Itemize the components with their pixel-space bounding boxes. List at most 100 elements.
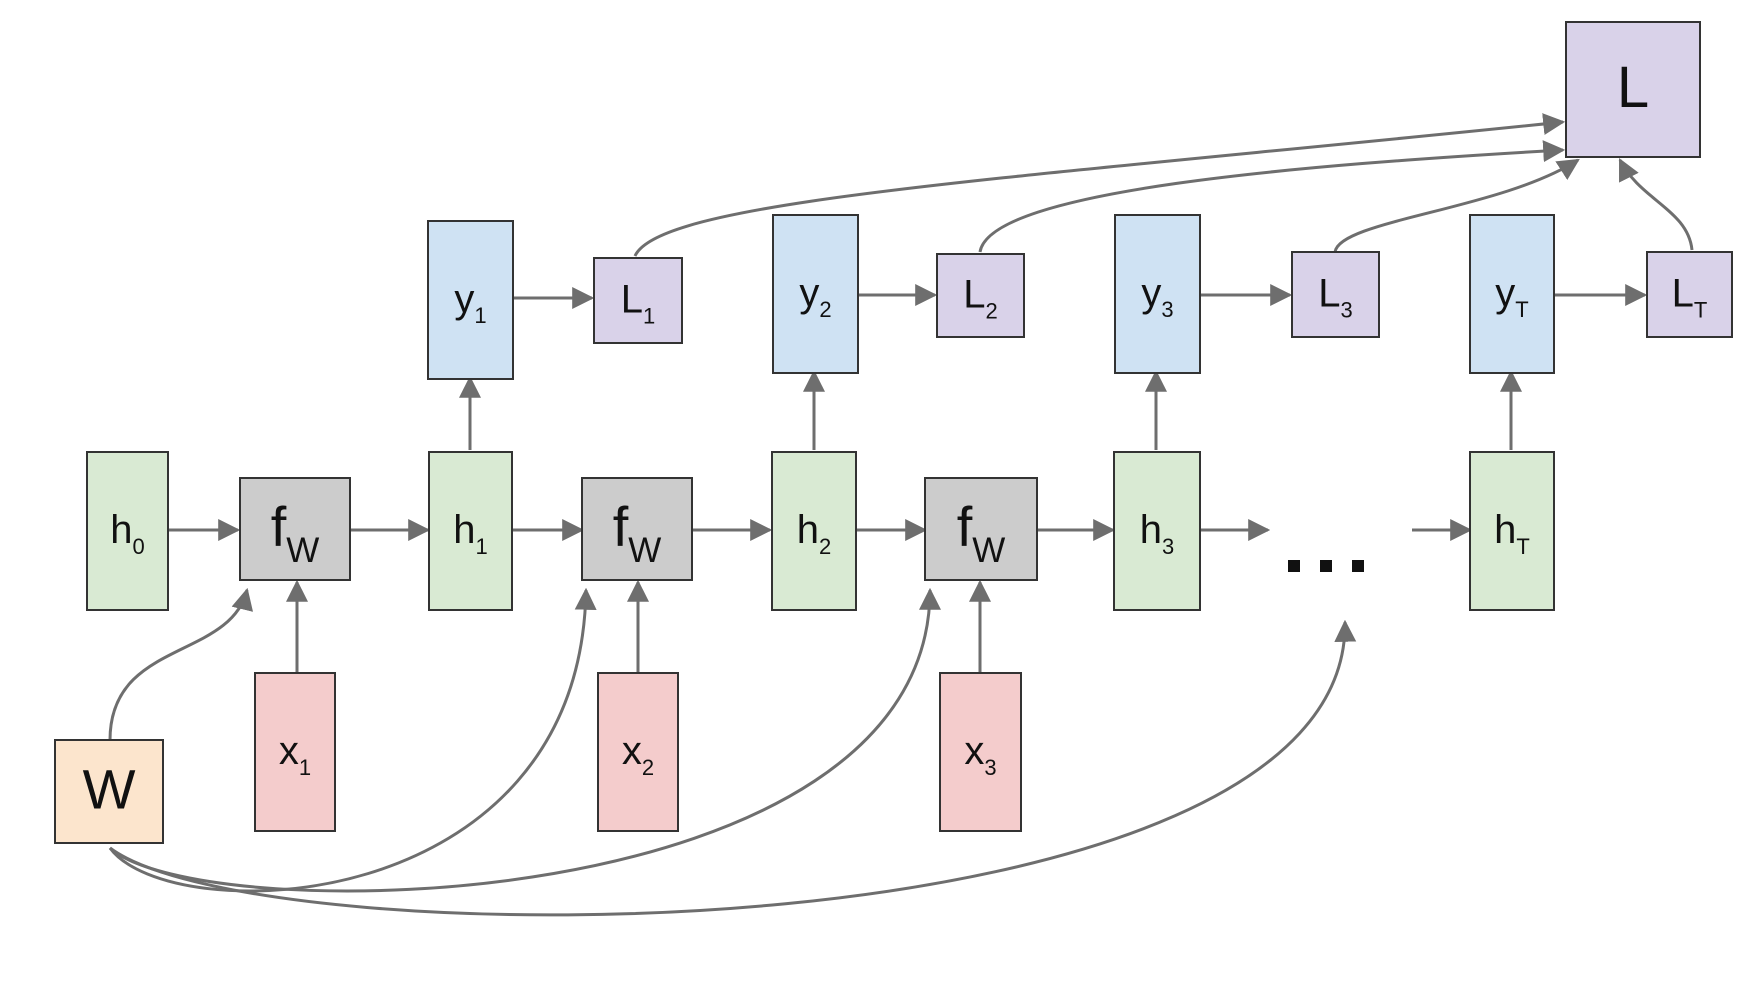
node-label: x2 — [622, 729, 654, 780]
node-box — [597, 672, 679, 832]
node-label-subscript: 1 — [474, 303, 486, 328]
node-L1: L1 — [593, 257, 683, 344]
node-label-base: y — [799, 271, 819, 315]
node-label-base: h — [797, 508, 819, 552]
node-label: h2 — [797, 508, 832, 559]
node-label-base: h — [453, 508, 475, 552]
node-label: x1 — [279, 729, 311, 780]
edge-L3-L — [1333, 158, 1580, 253]
node-label: fW — [957, 495, 1006, 570]
node-label-subscript: 3 — [1341, 298, 1353, 323]
node-box — [1469, 214, 1555, 374]
node-label-subscript: 1 — [299, 755, 311, 780]
node-label: L2 — [963, 273, 998, 324]
node-box — [1113, 451, 1201, 611]
node-label-base: L — [1672, 272, 1694, 316]
node-label: fW — [271, 495, 320, 570]
node-label: y2 — [799, 271, 831, 322]
node-box — [1565, 21, 1701, 158]
node-label-subscript: 3 — [1161, 297, 1173, 322]
node-label: fW — [613, 495, 662, 570]
node-label-subscript: 2 — [642, 755, 654, 780]
node-box — [54, 739, 164, 844]
node-label-base: y — [1495, 271, 1515, 315]
node-h2: h2 — [771, 451, 857, 611]
node-label-subscript: T — [1515, 297, 1528, 322]
node-label-base: f — [613, 495, 629, 558]
node-L: L — [1565, 21, 1701, 158]
node-box — [254, 672, 336, 832]
node-label-base: L — [1318, 272, 1340, 316]
edge-W-fw3 — [108, 587, 941, 893]
edge-W-fw1 — [108, 587, 253, 741]
node-label: W — [83, 757, 136, 820]
node-label: LT — [1672, 272, 1708, 323]
node-label-subscript: W — [972, 531, 1005, 570]
node-x2: x2 — [597, 672, 679, 832]
node-box — [939, 672, 1022, 832]
node-box — [1291, 251, 1380, 338]
node-box — [239, 477, 351, 581]
edge-W-fw2 — [108, 587, 597, 893]
node-label-base: y — [454, 277, 474, 321]
node-yT: yT — [1469, 214, 1555, 374]
node-label-base: x — [622, 729, 642, 773]
node-box — [772, 214, 859, 374]
ellipsis-dot — [1320, 560, 1332, 572]
node-box — [924, 477, 1038, 581]
node-label: y1 — [454, 277, 486, 328]
node-y1: y1 — [427, 220, 514, 380]
node-label-base: x — [964, 729, 984, 773]
node-LT: LT — [1646, 251, 1733, 338]
node-label-subscript: 2 — [819, 297, 831, 322]
node-label-base: W — [83, 757, 136, 820]
node-x1: x1 — [254, 672, 336, 832]
node-W: W — [54, 739, 164, 844]
edges — [108, 113, 1694, 917]
node-label-subscript: T — [1694, 298, 1707, 323]
edge-W-ellipsis — [109, 619, 1357, 917]
node-label: y3 — [1141, 271, 1173, 322]
node-label: h1 — [453, 508, 488, 559]
node-box — [936, 253, 1025, 338]
node-label: x3 — [964, 729, 996, 780]
node-box — [581, 477, 693, 581]
node-L3: L3 — [1291, 251, 1380, 338]
node-box — [771, 451, 857, 611]
edge-L1-L — [633, 113, 1566, 257]
node-h1: h1 — [428, 451, 513, 611]
node-label-subscript: 2 — [986, 299, 998, 324]
edge-LT-L — [1618, 158, 1694, 251]
node-label-base: h — [1494, 508, 1516, 552]
node-hT: hT — [1469, 451, 1555, 611]
node-label: h3 — [1140, 508, 1175, 559]
ellipsis-dot — [1352, 560, 1364, 572]
node-label-base: x — [279, 729, 299, 773]
node-y3: y3 — [1114, 214, 1201, 374]
node-label-subscript: 1 — [476, 534, 488, 559]
node-label: yT — [1495, 271, 1528, 322]
node-label: hT — [1494, 508, 1530, 559]
node-label: L1 — [621, 278, 656, 329]
node-fw1: fW — [239, 477, 351, 581]
node-label-base: L — [963, 273, 985, 317]
node-box — [428, 451, 513, 611]
node-label-subscript: 1 — [643, 304, 655, 329]
node-label-subscript: 3 — [984, 755, 996, 780]
node-label-base: f — [271, 495, 287, 558]
edge-L2-L — [978, 140, 1566, 253]
node-box — [427, 220, 514, 380]
node-fw2: fW — [581, 477, 693, 581]
node-box — [1646, 251, 1733, 338]
ellipsis — [1288, 560, 1364, 572]
node-label-base: f — [957, 495, 973, 558]
node-label-base: h — [110, 508, 132, 552]
node-box — [86, 451, 169, 611]
node-box — [593, 257, 683, 344]
node-L2: L2 — [936, 253, 1025, 338]
node-label-subscript: 3 — [1162, 534, 1174, 559]
node-label-base: L — [621, 278, 643, 322]
node-label-subscript: 0 — [133, 534, 145, 559]
